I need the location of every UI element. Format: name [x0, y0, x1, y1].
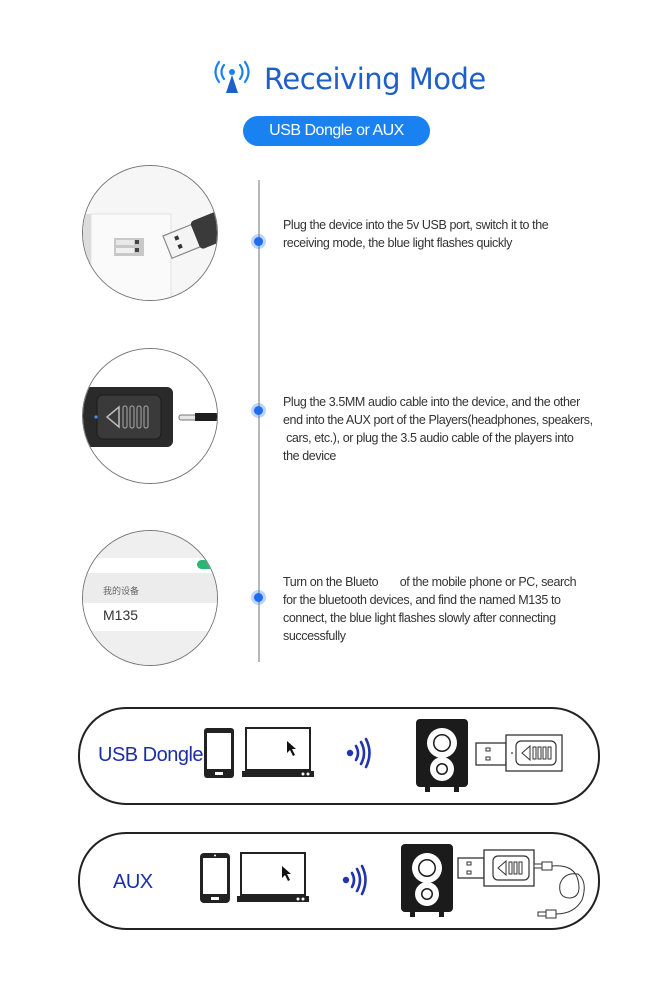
wireless-signal-icon — [342, 864, 367, 896]
step-2-marker — [251, 403, 266, 418]
device-list-header: 我的设备 — [103, 587, 140, 597]
usb-dongle-icon — [475, 734, 563, 772]
page-title: Receiving Mode — [264, 62, 486, 96]
laptop-icon — [237, 852, 309, 902]
step-3-image: 我的设备 M135 — [82, 530, 218, 666]
toggle-switch — [197, 560, 215, 569]
step-2-text: Plug the 3.5MM audio cable into the devi… — [283, 393, 613, 465]
speaker-icon — [401, 844, 453, 917]
step-2-line-3: cars, etc.), or plug the 3.5 audio cable… — [283, 431, 574, 445]
step-3-line-1: Turn on the Blueto of the mobile phone o… — [283, 575, 577, 589]
step-3-marker — [251, 590, 266, 605]
step-3-text: Turn on the Blueto of the mobile phone o… — [283, 573, 613, 645]
step-2-image — [82, 348, 218, 484]
aux-label: AUX — [113, 871, 153, 893]
usb-dongle-label: USB Dongle — [98, 744, 204, 766]
timeline-line — [258, 180, 260, 662]
step-2-line-1: Plug the 3.5MM audio cable into the devi… — [283, 395, 580, 409]
step-3-line-2: for the bluetooth devices, and find the … — [283, 593, 561, 607]
wireless-signal-icon — [346, 737, 371, 769]
title-group: Receiving Mode — [210, 59, 486, 99]
usb-dongle-diagram: USB Dongle — [78, 707, 600, 805]
usb-port-illustration — [83, 166, 217, 300]
step-3-line-3: connect, the blue light flashes slowly a… — [283, 611, 556, 625]
aux-diagram: AUX — [78, 832, 600, 930]
step-2-line-2: end into the AUX port of the Players(hea… — [283, 413, 593, 427]
step-3-line-4: successfully — [283, 629, 346, 643]
usb-dongle-icon — [457, 849, 535, 887]
step-1-line-1: Plug the device into the 5v USB port, sw… — [283, 218, 549, 232]
mode-pill-badge: USB Dongle or AUX — [243, 116, 430, 146]
aux-cable-icon — [534, 861, 585, 919]
laptop-icon — [242, 727, 314, 777]
speaker-icon — [416, 719, 468, 792]
step-1-marker — [251, 234, 266, 249]
header: Receiving Mode — [0, 55, 663, 105]
tablet-icon — [204, 728, 234, 778]
step-1-line-2: receiving mode, the blue light flashes q… — [283, 236, 512, 250]
step-1-image — [82, 165, 218, 301]
device-name: M135 — [103, 607, 139, 623]
broadcast-antenna-icon — [214, 60, 250, 93]
step-2-line-4: the device — [283, 449, 336, 463]
phone-icon — [200, 853, 230, 903]
step-1-text: Plug the device into the 5v USB port, sw… — [283, 216, 613, 252]
aux-cable-device-illustration — [83, 349, 217, 483]
